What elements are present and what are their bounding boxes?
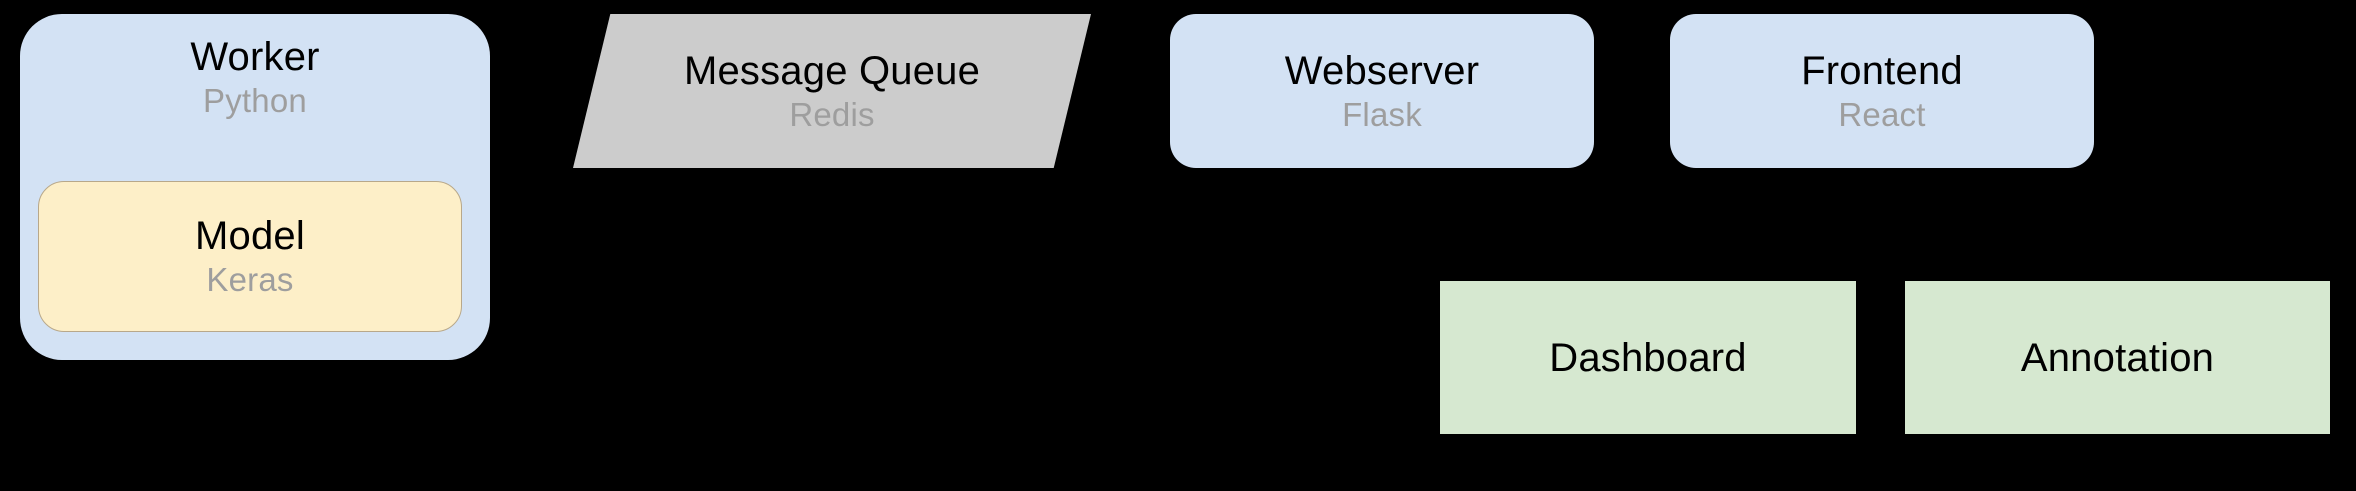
parallelogram-shape bbox=[573, 14, 1091, 168]
node-model-subtitle: Keras bbox=[206, 261, 294, 299]
node-annotation[interactable]: Annotation bbox=[1905, 281, 2330, 434]
node-model[interactable]: Model Keras bbox=[38, 181, 462, 332]
node-worker-subtitle: Python bbox=[203, 82, 307, 119]
node-worker-title: Worker bbox=[190, 35, 320, 79]
node-frontend-title: Frontend bbox=[1801, 48, 1963, 93]
node-message-queue-label: Message Queue Redis bbox=[573, 14, 1091, 168]
node-webserver-title: Webserver bbox=[1284, 48, 1480, 93]
node-frontend-subtitle: React bbox=[1838, 95, 1926, 133]
node-model-title: Model bbox=[195, 214, 305, 259]
node-webserver[interactable]: Webserver Flask bbox=[1170, 14, 1594, 168]
node-dashboard-title: Dashboard bbox=[1549, 335, 1747, 380]
node-dashboard[interactable]: Dashboard bbox=[1440, 281, 1856, 434]
node-webserver-subtitle: Flask bbox=[1342, 95, 1422, 133]
node-message-queue[interactable]: Message Queue Redis bbox=[573, 14, 1091, 168]
node-message-queue-subtitle: Redis bbox=[789, 95, 875, 133]
node-message-queue-title: Message Queue bbox=[683, 48, 981, 93]
node-annotation-title: Annotation bbox=[2020, 335, 2215, 380]
node-frontend[interactable]: Frontend React bbox=[1670, 14, 2094, 168]
